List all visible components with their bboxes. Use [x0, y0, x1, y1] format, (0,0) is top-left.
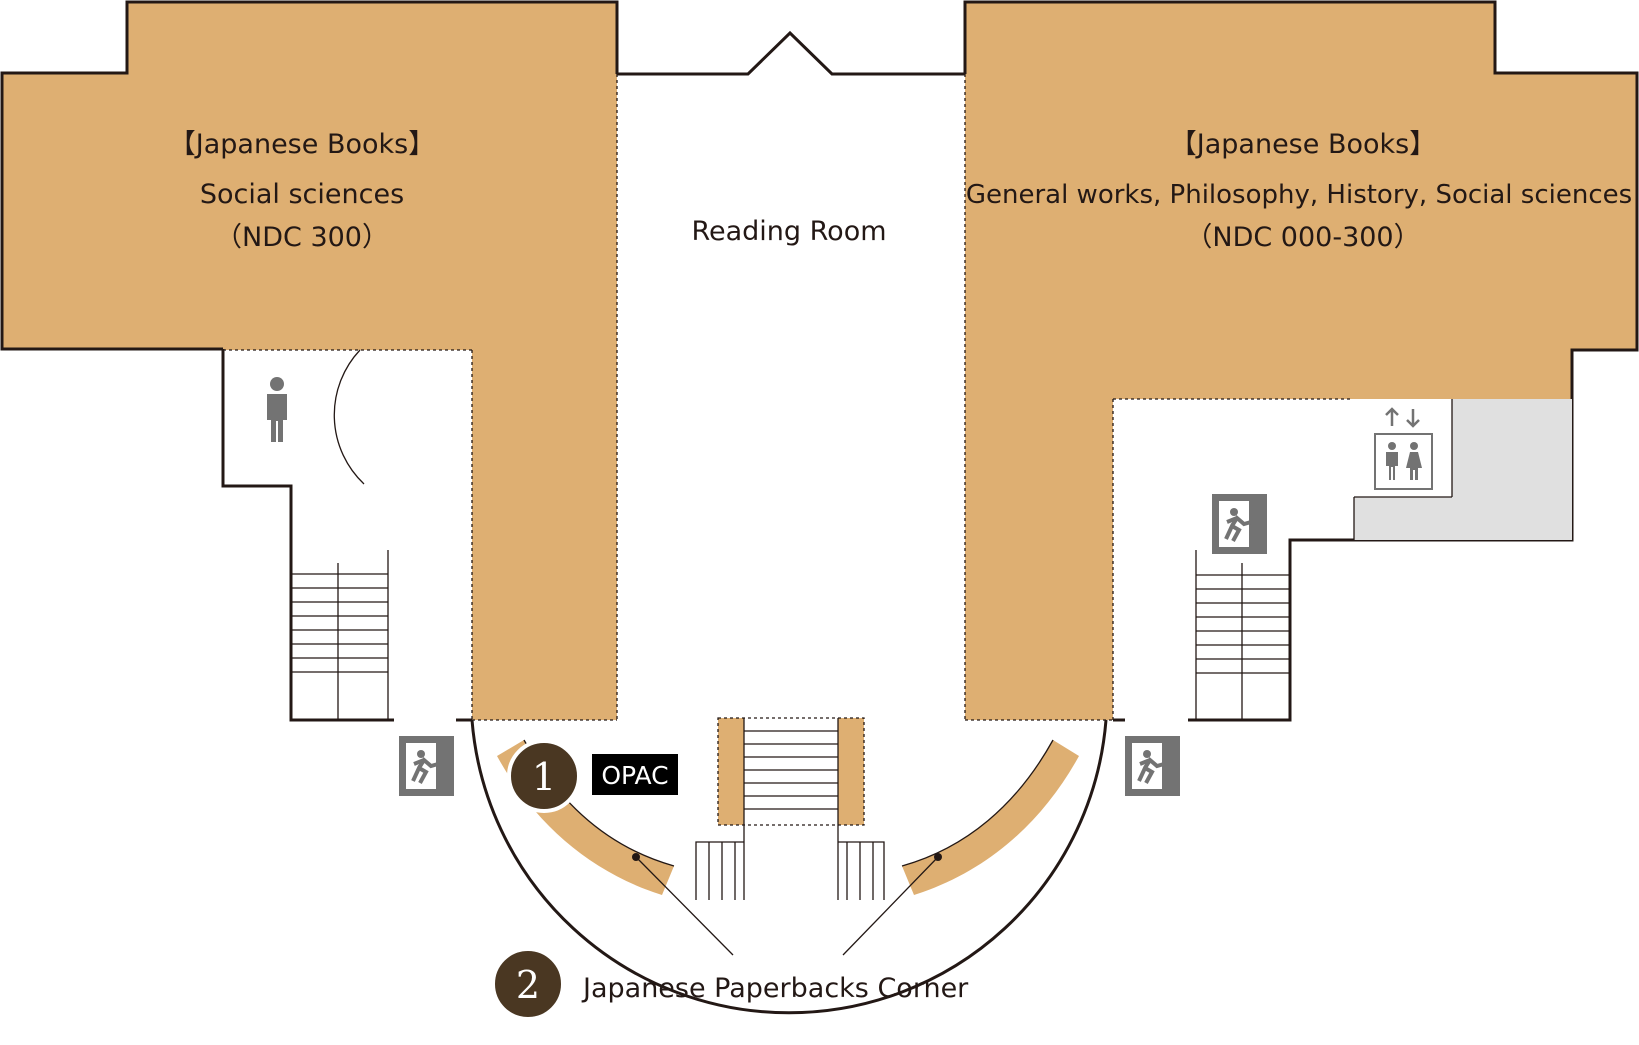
central-stairs	[695, 717, 885, 900]
right-books-category: 【Japanese Books】	[1170, 129, 1436, 160]
reading-room-label: Reading Room	[691, 216, 886, 247]
restroom-man-icon	[267, 377, 287, 442]
left-books-category: 【Japanese Books】	[169, 129, 435, 160]
emergency-exit-icon	[399, 736, 454, 796]
marker-1-number: 1	[532, 755, 556, 799]
paperbacks-shelf-right[interactable]	[902, 740, 1079, 895]
restroom-icon	[1374, 433, 1433, 490]
right-books-area[interactable]	[965, 2, 1637, 720]
marker-2[interactable]: 2	[491, 947, 565, 1021]
opac-label[interactable]: OPAC	[601, 761, 668, 790]
paperbacks-leader-lines	[632, 853, 942, 956]
paperbacks-corner-label[interactable]: Japanese Paperbacks Corner	[581, 973, 969, 1004]
right-stairs	[1195, 550, 1289, 720]
right-books-subject: General works, Philosophy, History, Soci…	[966, 180, 1632, 210]
opac-label-box	[592, 754, 678, 795]
right-books-classification: （NDC 000-300）	[1185, 222, 1420, 253]
marker-1[interactable]: 1	[507, 739, 581, 813]
emergency-exit-icon	[1125, 736, 1180, 796]
left-stairs	[292, 550, 389, 720]
left-books-classification: （NDC 300）	[215, 222, 389, 253]
marker-2-number: 2	[516, 963, 540, 1007]
left-books-area[interactable]	[2, 2, 617, 720]
right-core-area	[1352, 399, 1572, 540]
elevator-icon	[1385, 407, 1420, 428]
emergency-exit-icon	[1212, 494, 1267, 554]
left-books-subject: Social sciences	[200, 179, 404, 210]
